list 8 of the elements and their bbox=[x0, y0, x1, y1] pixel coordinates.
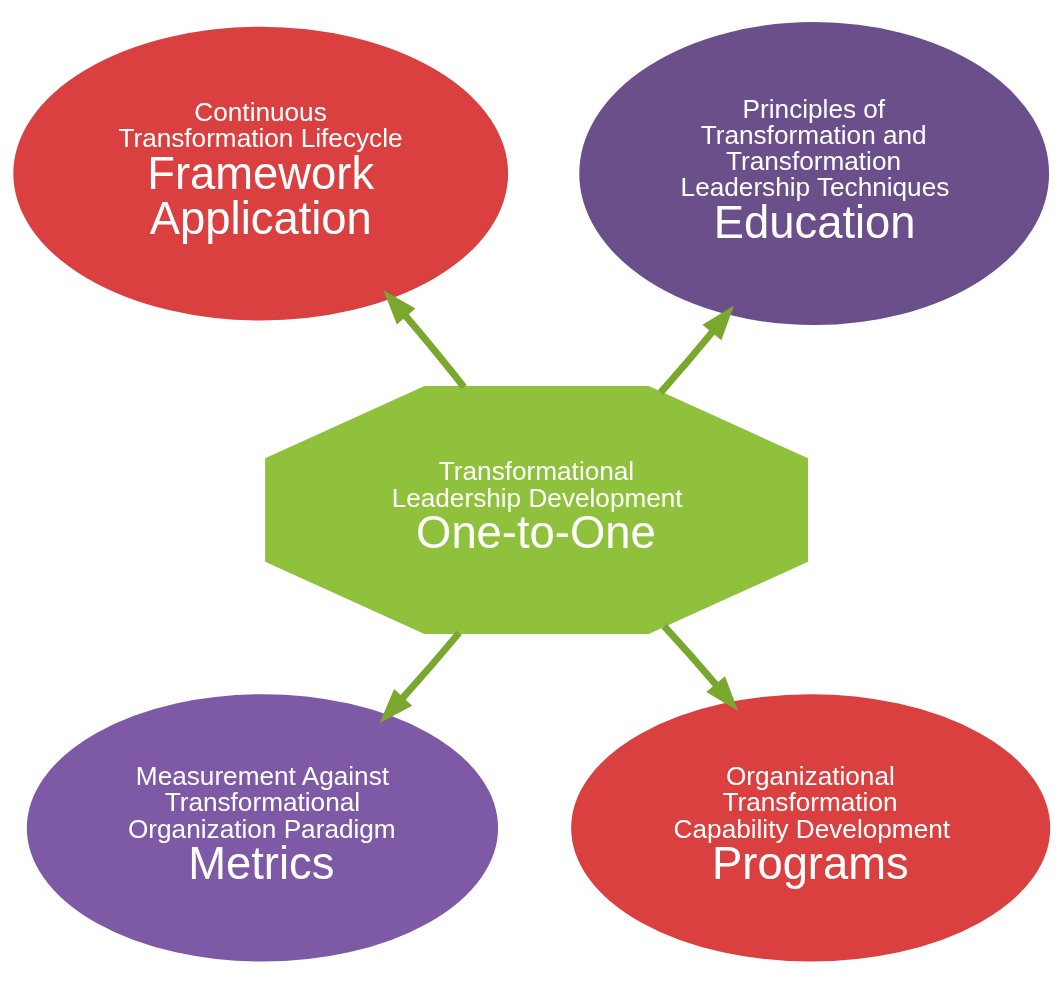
arrow bbox=[661, 623, 739, 711]
arrow bbox=[658, 304, 734, 395]
node-ellipse: Measurement Against Transformational Organization Paradigm Metrics bbox=[26, 693, 499, 962]
node-ellipse: Organizational Transformation Capability Development Programs bbox=[571, 693, 1051, 962]
node-ellipse: Continuous Transformation Lifecycle Framework Application bbox=[13, 26, 509, 320]
node-ellipse: Principles of Transformation and Transformation Leadership Techniques Education bbox=[579, 21, 1050, 325]
arrow bbox=[379, 630, 462, 723]
arrow bbox=[383, 289, 467, 389]
